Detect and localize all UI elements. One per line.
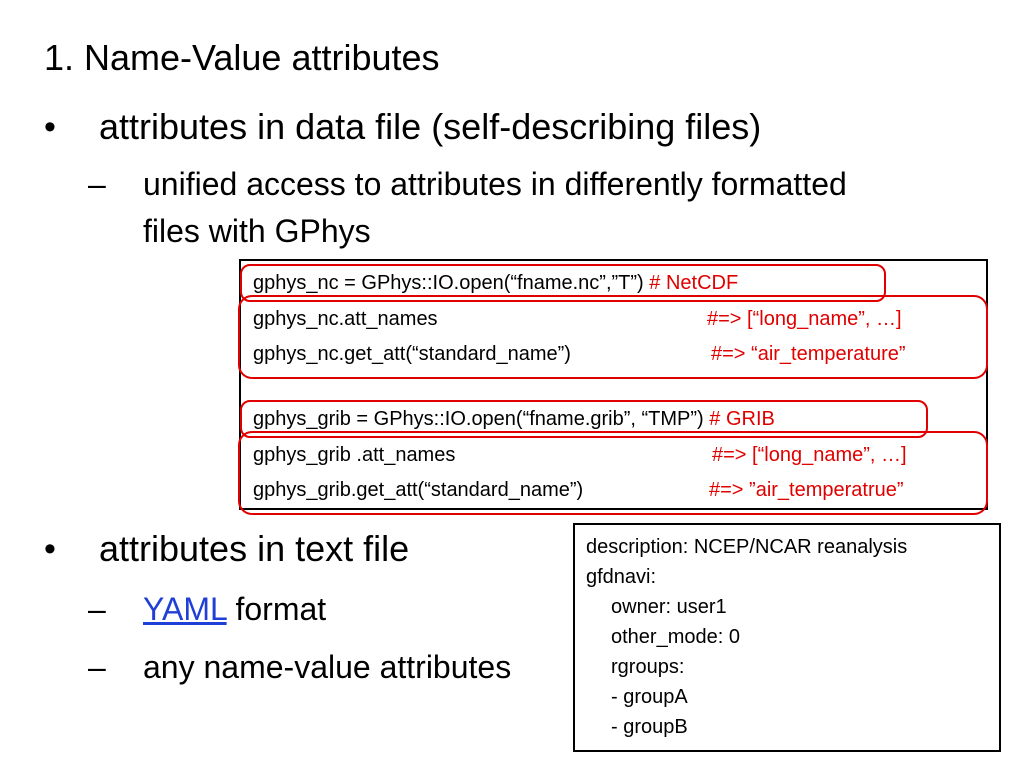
highlight-outline-grib-open — [240, 400, 928, 438]
sub-bullet-yaml-format: YAML format — [143, 591, 326, 627]
code-example-box: gphys_nc = GPhys::IO.open(“fname.nc”,”T”… — [239, 259, 988, 510]
highlight-outline-nc-attributes — [238, 295, 988, 379]
yaml-link[interactable]: YAML — [143, 591, 227, 627]
code-text: gphys_nc = GPhys::IO.open(“fname.nc”,”T”… — [253, 272, 650, 294]
yaml-line-group-b: - groupB — [611, 716, 688, 738]
bullet-attributes-in-data-file: attributes in data file (self-describing… — [99, 106, 762, 147]
highlight-outline-nc-open — [240, 264, 886, 302]
code-result-nc-get-att: #=> “air_temperature” — [711, 343, 906, 365]
code-comment-grib: # GRIB — [709, 408, 775, 430]
code-line-grib-get-att: gphys_grib.get_att(“standard_name”) — [253, 479, 584, 501]
code-result-grib-att-names: #=> [“long_name”, …] — [712, 444, 907, 466]
highlight-outline-grib-attributes — [238, 431, 988, 515]
sub-bullet-unified-access-line1: unified access to attributes in differen… — [143, 166, 847, 202]
yaml-line-gfdnavi: gfdnavi: — [586, 566, 657, 588]
yaml-example-box: description: NCEP/NCAR reanalysis gfdnav… — [573, 523, 1001, 752]
code-result-nc-att-names: #=> [“long_name”, …] — [707, 308, 902, 330]
dash-marker: – — [88, 649, 106, 685]
code-line-nc-att-names: gphys_nc.att_names — [253, 308, 438, 330]
sub-bullet-any-name-value: any name-value attributes — [143, 649, 512, 685]
dash-marker: – — [88, 166, 106, 202]
code-comment-netcdf: # NetCDF — [649, 272, 739, 294]
yaml-line-other-mode: other_mode: 0 — [611, 626, 740, 648]
code-line-nc-get-att: gphys_nc.get_att(“standard_name”) — [253, 343, 571, 365]
dash-marker: – — [88, 591, 106, 627]
yaml-line-group-a: - groupA — [611, 686, 688, 708]
code-result-grib-get-att: #=> ”air_temperatrue” — [709, 479, 904, 501]
yaml-line-rgroups: rgroups: — [611, 656, 685, 678]
yaml-line-owner: owner: user1 — [611, 596, 727, 618]
slide-title: 1. Name-Value attributes — [44, 37, 440, 78]
sub-bullet-unified-access-line2: files with GPhys — [143, 213, 371, 249]
yaml-format-text: format — [226, 591, 327, 627]
bullet-marker: • — [44, 530, 56, 568]
code-line-nc-open: gphys_nc = GPhys::IO.open(“fname.nc”,”T”… — [253, 271, 738, 295]
code-line-grib-open: gphys_grib = GPhys::IO.open(“fname.grib”… — [253, 407, 775, 431]
code-text: gphys_grib = GPhys::IO.open(“fname.grib”… — [253, 408, 710, 430]
code-line-grib-att-names: gphys_grib .att_names — [253, 444, 456, 466]
yaml-line-description: description: NCEP/NCAR reanalysis — [586, 536, 908, 558]
bullet-attributes-in-text-file: attributes in text file — [99, 528, 410, 569]
bullet-marker: • — [44, 108, 56, 146]
